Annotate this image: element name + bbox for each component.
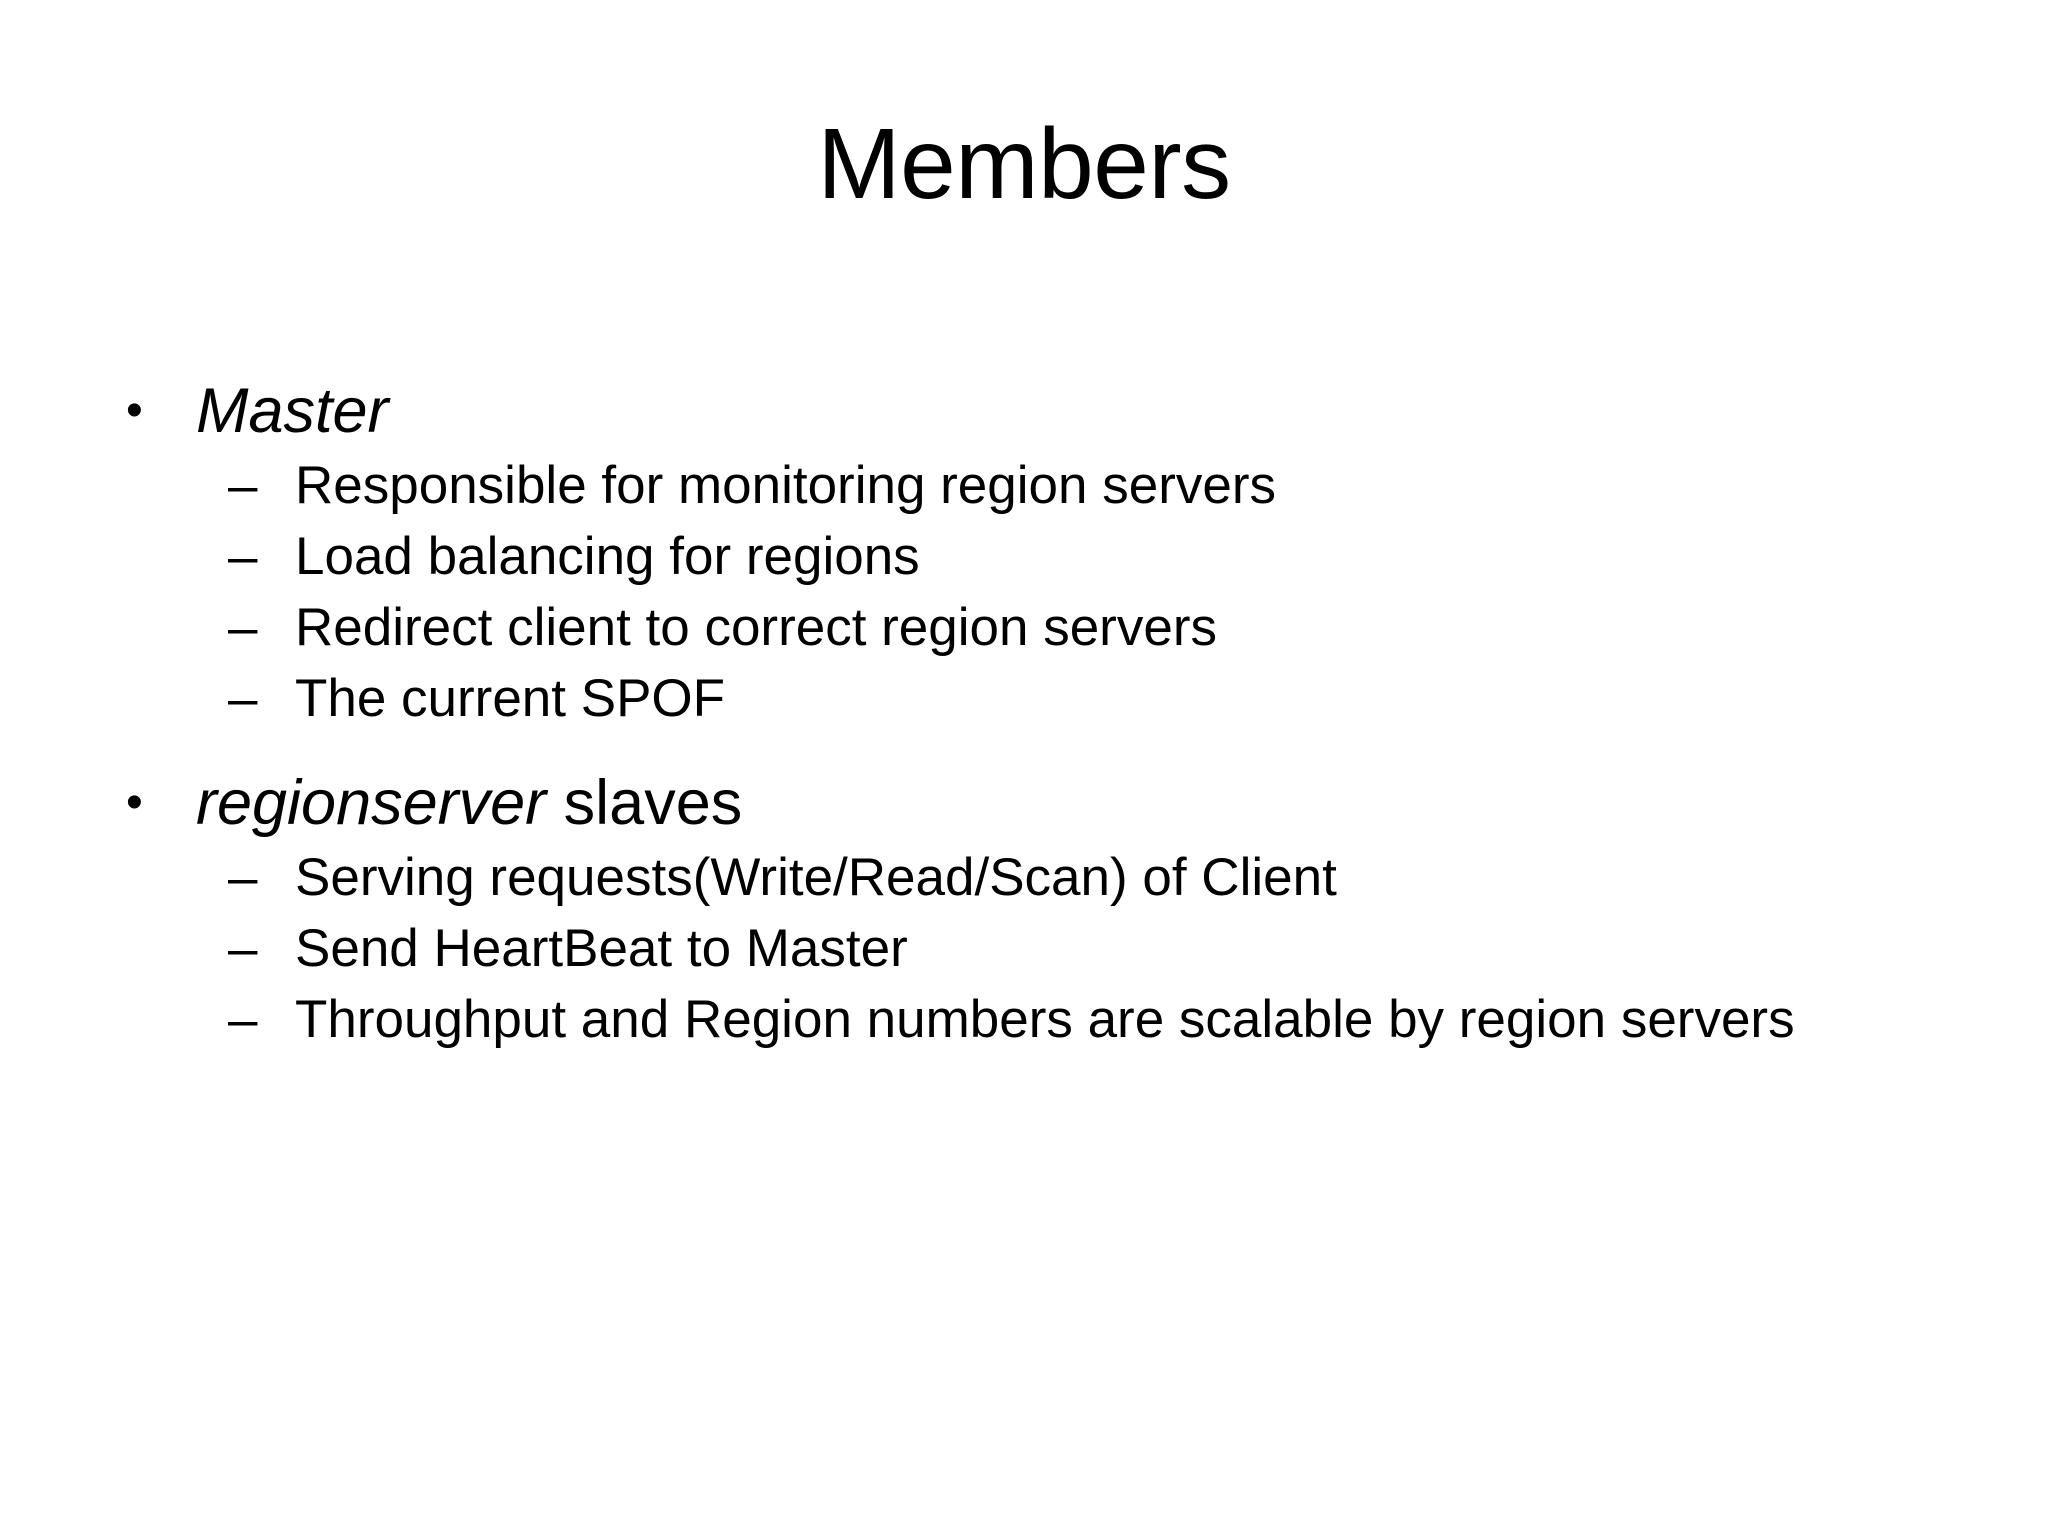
bullet-level2-label: Redirect client to correct region server… [295, 597, 1217, 657]
bullet-level2-label: The current SPOF [295, 668, 726, 728]
bullet-dot-icon: • [126, 384, 143, 437]
bullet-level2-item: – Redirect client to correct region serv… [228, 594, 1950, 663]
bullet-level1-label-upright-part: slaves [546, 767, 743, 838]
bullet-level2-item: – Throughput and Region numbers are scal… [228, 986, 1950, 1055]
bullet-level1-master: • Master [120, 372, 1950, 450]
bullet-level1-label: regionserver slaves [196, 764, 1950, 842]
group-spacer [120, 736, 1950, 764]
bullet-dash-icon: – [228, 456, 258, 516]
bullet-dash-icon: – [228, 847, 258, 907]
bullet-dash-icon: – [228, 668, 258, 728]
bullet-level2-item: – Serving requests(Write/Read/Scan) of C… [228, 844, 1950, 913]
page-title: Members [817, 108, 1231, 220]
slide-body-content: • Master – Responsible for monitoring re… [120, 372, 1950, 1056]
bullet-dash-icon: – [228, 989, 258, 1049]
bullet-dash-icon: – [228, 527, 258, 586]
bullet-level2-item: – Send HeartBeat to Master [228, 915, 1950, 984]
bullet-level2-label: Send HeartBeat to Master [295, 918, 908, 978]
bullet-dash-icon: – [228, 918, 258, 978]
bullet-level2-label: Responsible for monitoring region server… [295, 456, 1276, 516]
bullet-level1-regionserver-slaves: • regionserver slaves [120, 764, 1950, 842]
bullet-level2-item: – The current SPOF [228, 665, 1950, 734]
bullet-level2-label: Throughput and Region numbers are scalab… [295, 989, 1795, 1049]
bullet-level2-item: – Load balancing for regions [228, 523, 1950, 592]
bullet-level2-item: – Responsible for monitoring region serv… [228, 452, 1950, 521]
bullet-level1-label-italic-part: regionserver [196, 767, 547, 838]
bullet-level2-label: Load balancing for regions [295, 527, 920, 586]
bullet-level2-label: Serving requests(Write/Read/Scan) of Cli… [295, 847, 1337, 907]
bullet-dot-icon: • [126, 775, 143, 829]
bullet-level1-label: Master [196, 376, 389, 446]
bullet-dash-icon: – [228, 597, 258, 657]
